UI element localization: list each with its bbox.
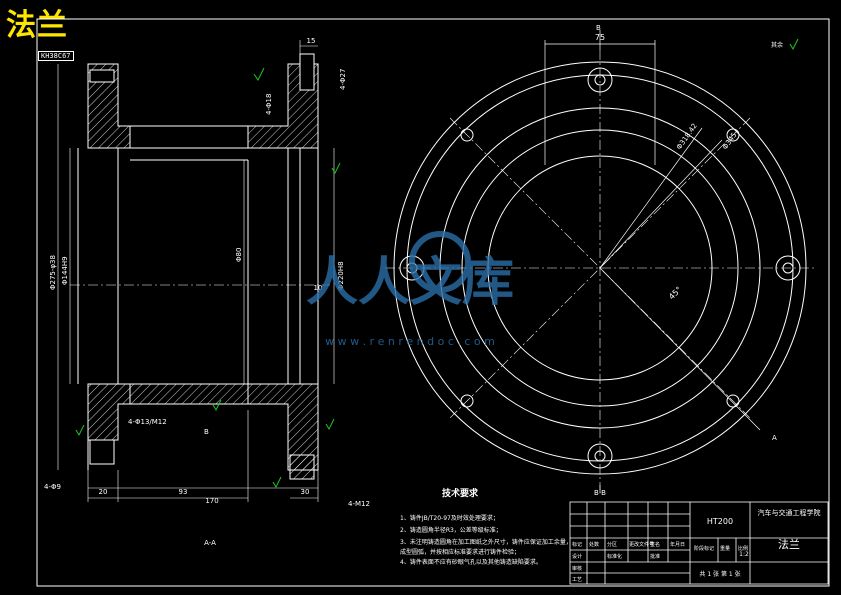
watermark-url: w w w . r e n r e n d o c . c o m — [325, 335, 495, 348]
dim-thread-left: 4-Φ13/M12 — [128, 418, 167, 426]
tb-sign: 标准化 — [607, 553, 622, 560]
front-angle-45: 45° — [667, 285, 683, 301]
watermark: 人人文库 w w w . r e n r e n d o c . c o m — [306, 231, 514, 348]
drawing-stamp: KH38C67 — [38, 51, 74, 61]
tb-part-name: 法兰 — [778, 537, 800, 551]
tb-col2-1: 重量 — [720, 545, 730, 552]
drawing-border — [36, 18, 830, 587]
slot-right-bottom — [289, 454, 315, 480]
front-section-b-bottom: B — [204, 428, 209, 436]
small-hole-tl — [460, 128, 474, 142]
tb-sheet-info: 共 1 张 第 1 张 — [699, 570, 740, 578]
dim-bottom-m12: 4-M12 — [348, 500, 370, 508]
dim-bottom-20: 20 — [99, 488, 108, 496]
slot-left-top — [89, 69, 115, 83]
roughness-label: 其余 — [771, 41, 783, 49]
svg-text:成型圆弧，并按相应标准要求进行铸件检验；: 成型圆弧，并按相应标准要求进行铸件检验； — [400, 548, 520, 556]
section-view — [77, 53, 319, 480]
dim-bottom-170: 170 — [205, 497, 218, 505]
title-block — [569, 501, 829, 585]
tb-head-2: 更改文件号 — [629, 541, 654, 548]
tb-school: 汽车与交通工程学院 — [758, 508, 821, 517]
dim-hole-18: 4-Φ18 — [265, 94, 273, 115]
front-dim-r2: Φ345 — [721, 131, 738, 151]
small-hole-tr — [726, 128, 740, 142]
watermark-text: 人人文库 — [306, 253, 514, 313]
hatch-left-bottom — [87, 383, 131, 441]
tb-row-2: 审核 — [572, 565, 582, 572]
hatch-body-bottom — [129, 383, 249, 405]
dim-bottom-93: 93 — [179, 488, 188, 496]
slot-left-bottom — [89, 439, 115, 465]
dim-top-width: 15 — [307, 37, 316, 45]
notes-title: 技术要求 — [442, 487, 479, 499]
section-label-aa: A-A — [204, 539, 216, 547]
tb-scale: 1:2 — [739, 551, 749, 558]
dim-hole-left-bottom: 4-Φ9 — [44, 483, 61, 491]
front-dim-r1: Φ318.42 — [675, 122, 699, 151]
tb-head-0: 处数 — [589, 541, 599, 548]
dim-flange-dia: Φ220H8 — [337, 261, 345, 290]
section-dimensions — [57, 40, 335, 502]
tb-col2-0: 阶段标记 — [694, 545, 714, 552]
tb-col2-2: 比例 — [738, 545, 748, 552]
hatch-body-top — [129, 125, 249, 149]
roughness-marks — [75, 38, 799, 489]
dim-left-dia: Φ275-φ38 — [49, 255, 57, 290]
tb-material: HT200 — [707, 517, 733, 526]
tb-head-3: 签名 — [650, 541, 660, 548]
dim-small-10: 10 — [314, 284, 323, 292]
tb-approve: 批准 — [650, 553, 660, 560]
svg-text:4、铸件表面不应有砂眼气孔以及其他铸造缺陷要求。: 4、铸件表面不应有砂眼气孔以及其他铸造缺陷要求。 — [400, 558, 542, 566]
tb-row-0: 标记 — [572, 541, 582, 548]
tb-row-1: 设计 — [572, 553, 582, 560]
tb-head-1: 分区 — [607, 541, 617, 548]
small-hole-br — [726, 394, 740, 408]
notes-list: 1、铸件JB/T20-97及时效处理要求； 2、铸造圆角半径R3，公差等级标准；… — [400, 514, 572, 566]
front-dim-75: 75 — [595, 33, 605, 42]
tb-head-4: 年月日 — [670, 541, 685, 548]
svg-text:3、未注明铸造圆角在加工图纸之外尺寸，铸件应保证加工余量，: 3、未注明铸造圆角在加工图纸之外尺寸，铸件应保证加工余量， — [400, 538, 572, 546]
tb-row-3: 工艺 — [572, 577, 582, 583]
dim-mid-dia: Φ80 — [235, 248, 243, 262]
svg-text:2、铸造圆角半径R3，公差等级标准；: 2、铸造圆角半径R3，公差等级标准； — [400, 526, 502, 534]
front-section-bb: B-B — [594, 489, 606, 497]
svg-text:1、铸件JB/T20-97及时效处理要求；: 1、铸件JB/T20-97及时效处理要求； — [400, 514, 499, 522]
dim-bottom-30: 30 — [301, 488, 310, 496]
front-section-a: A — [772, 434, 777, 442]
front-section-b-top: B — [596, 24, 601, 32]
small-hole-bl — [460, 394, 474, 408]
dim-bore-dia: Φ144H9 — [61, 256, 69, 285]
slot-right-top — [299, 53, 315, 91]
dim-hole-top: 4-Φ27 — [339, 69, 347, 90]
